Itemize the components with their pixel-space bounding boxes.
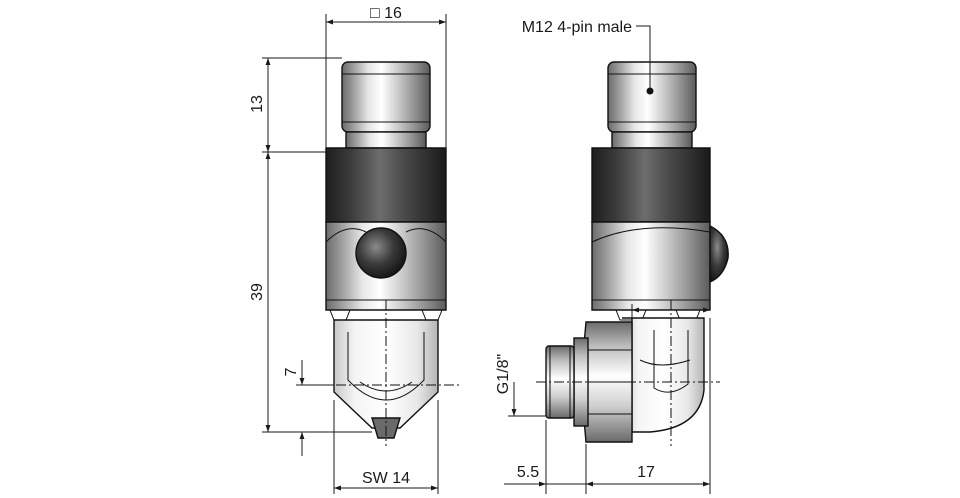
side-view <box>536 61 729 446</box>
dim-thread: G1/8" <box>495 354 546 417</box>
connector-callout: M12 4-pin male <box>522 19 651 91</box>
dim-left-main-label: 39 <box>249 283 266 301</box>
side-elbow-housing <box>622 317 705 433</box>
dim-left-stack: 13 39 7 <box>249 57 372 456</box>
dim-top-width-label: □ 16 <box>370 5 402 22</box>
side-upper-housing <box>591 147 711 223</box>
front-connector-neck <box>345 131 427 149</box>
side-knob <box>709 224 729 284</box>
dim-bottom-left-label: 5.5 <box>517 464 539 481</box>
connector-label: M12 4-pin male <box>522 19 632 36</box>
dim-wrench-label: SW 14 <box>362 470 410 487</box>
front-led-window <box>355 227 407 279</box>
thread-label: G1/8" <box>495 354 512 394</box>
dim-wrench: SW 14 <box>333 400 439 494</box>
front-view <box>300 61 460 446</box>
dim-left-upper-label: 13 <box>249 95 266 113</box>
dim-side-bottom: 5.5 17 <box>504 304 711 494</box>
side-connector-neck <box>611 131 693 149</box>
dim-bottom-right-label: 17 <box>637 464 655 481</box>
dim-left-lower-label: 7 <box>283 367 300 376</box>
front-upper-housing <box>325 147 447 223</box>
dim-top-width: □ 16 <box>325 5 447 148</box>
